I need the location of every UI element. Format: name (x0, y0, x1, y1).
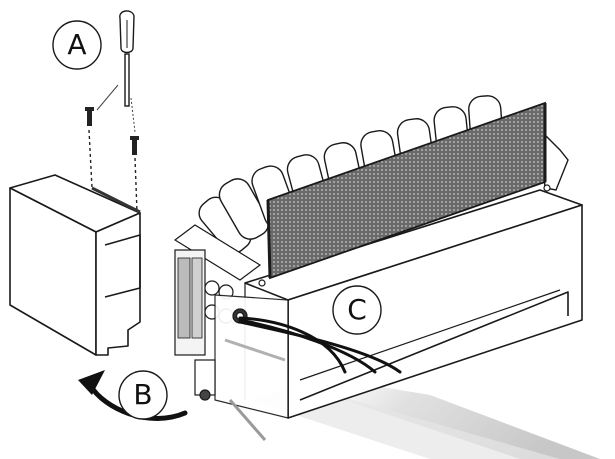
firebox-base (244, 189, 583, 419)
callout-b (118, 370, 168, 420)
cable-bundle (238, 316, 402, 374)
screw-2 (130, 136, 139, 213)
callout-c (332, 285, 382, 335)
screwdriver (119, 10, 135, 107)
callout-label-a: A (67, 28, 87, 61)
callout-a (52, 20, 102, 70)
side-cover (9, 174, 141, 356)
screws (85, 84, 139, 213)
mesh-screen (258, 101, 551, 287)
screw-1 (85, 107, 94, 189)
callout-label-c: C (347, 293, 367, 326)
callout-label-b: B (133, 378, 153, 411)
